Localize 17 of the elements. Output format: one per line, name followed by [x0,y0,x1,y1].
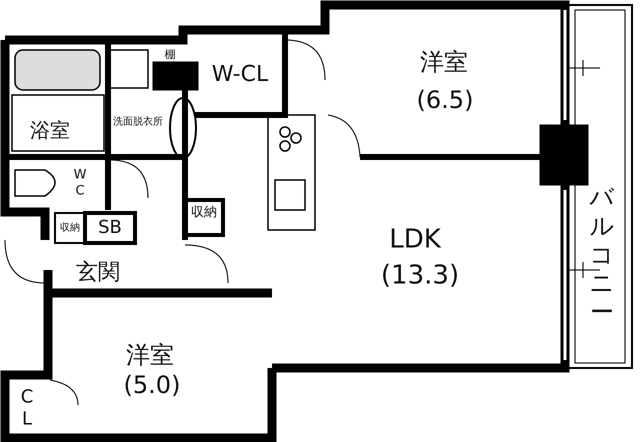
room-label: LDK [389,226,441,254]
room-label: SB [98,218,122,238]
room-label: 洗面脱衣所 [113,116,163,128]
room-area: (5.0) [124,372,180,398]
storage-label: 収納 [191,206,217,220]
room-label: 洋室 [126,342,174,368]
shelf-label: 棚 [164,48,176,62]
room-label: W-CL [212,62,268,88]
room-label: 洋室 [420,48,468,76]
storage-label: 収納 [60,222,80,234]
room-label: バルコニー [589,183,615,327]
room-label: CL [20,386,34,430]
room-label: 浴室 [30,119,70,141]
room-area: (13.3) [380,262,460,290]
room-label: 玄関 [76,260,120,286]
room-area: (6.5) [416,86,474,114]
room-label: WC [73,167,87,199]
